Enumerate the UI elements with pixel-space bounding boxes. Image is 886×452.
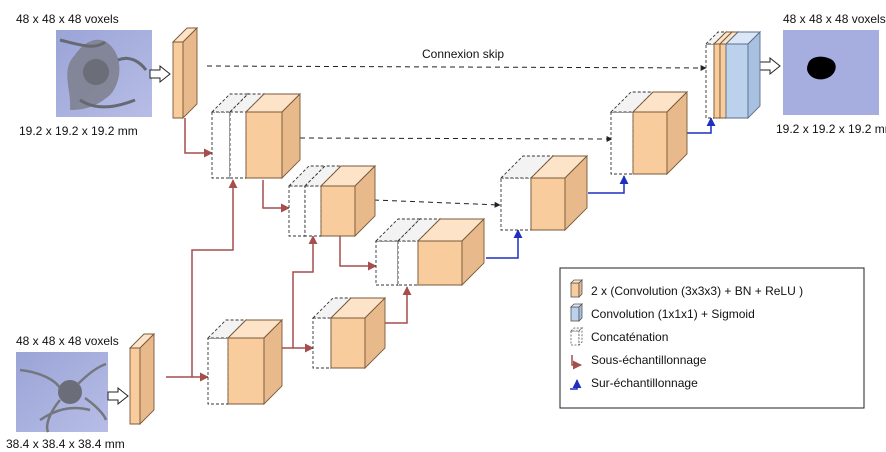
- dec3-conv: [529, 154, 589, 232]
- legend-box: [559, 267, 865, 409]
- enc3-conv: [319, 164, 377, 238]
- legend-down-icon: [571, 355, 582, 370]
- enc-b1-conv: [226, 318, 284, 406]
- down-arrow-3: [339, 235, 377, 271]
- input-conv-bottom: [128, 332, 156, 426]
- network-blocks: [128, 26, 762, 426]
- enc4-conv: [416, 217, 486, 287]
- output-voxels-label: 48 x 48 x 48 voxels: [783, 12, 886, 26]
- legend-conv-sigmoid-icon: [570, 303, 583, 322]
- out-sigmoid: [724, 30, 762, 120]
- legend-up-label: Sur-échantillonnage: [591, 376, 698, 390]
- top-input-size-label: 19.2 x 19.2 x 19.2 mm: [19, 124, 138, 138]
- up-arrow-2: [588, 175, 629, 194]
- bottom-branch-to-level-4: [385, 286, 412, 324]
- legend-concat-label: Concaténation: [591, 330, 668, 344]
- legend: 2 x (Convolution (3x3x3) + BN + ReLU ) C…: [559, 267, 865, 409]
- skip-connection-level-1: [206, 64, 707, 71]
- bottom-input-volume-image: [16, 352, 108, 433]
- output-size-label: 19.2 x 19.2 x 19.2 mm: [776, 122, 886, 136]
- legend-up-icon: [570, 379, 582, 390]
- down-sampling-arrows: [166, 118, 412, 382]
- bottom-input-voxels-label: 48 x 48 x 48 voxels: [16, 334, 119, 348]
- bottom-input-size-label: 38.4 x 38.4 x 38.4 mm: [6, 437, 125, 451]
- input-arrow-top: [149, 64, 171, 84]
- down-arrow-1: [184, 118, 213, 158]
- up-sampling-arrows: [486, 117, 716, 259]
- dec2-conv: [631, 90, 689, 176]
- skip-connection-level-3: [373, 199, 501, 208]
- legend-down-label: Sous-échantillonnage: [591, 353, 707, 367]
- down-arrow-2: [262, 180, 290, 213]
- enc2-conv: [244, 92, 302, 180]
- input-conv-top: [171, 26, 199, 120]
- legend-concat-icon: [570, 327, 583, 346]
- skip-connection-label: Connexion skip: [422, 47, 504, 61]
- top-input-volume-image: [56, 30, 152, 117]
- legend-conv-bn-relu-label: 2 x (Convolution (3x3x3) + BN + ReLU ): [591, 284, 803, 298]
- up-arrow-1: [486, 229, 523, 259]
- legend-conv-bn-relu-icon: [570, 279, 583, 298]
- up-arrow-3: [687, 117, 716, 134]
- output-arrow: [759, 56, 781, 76]
- bottom-branch-to-level-3: [292, 235, 318, 348]
- skip-connections: [206, 64, 707, 208]
- bottom-branch-to-level-2: [191, 179, 238, 377]
- legend-conv-sigmoid-label: Convolution (1x1x1) + Sigmoid: [591, 307, 755, 321]
- input-arrow-bottom: [107, 386, 129, 406]
- skip-connection-level-2: [299, 135, 613, 142]
- top-input-voxels-label: 48 x 48 x 48 voxels: [16, 12, 119, 26]
- output-segmentation-image: [783, 30, 879, 115]
- enc-b2-conv: [329, 296, 387, 370]
